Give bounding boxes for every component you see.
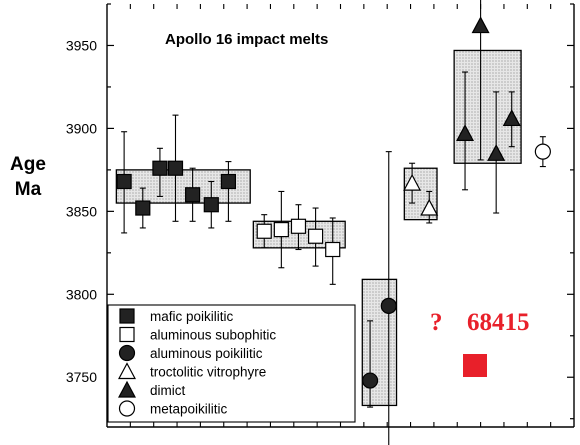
point-mafic-poikilitic-6-marker [203, 197, 219, 213]
chart-title: Apollo 16 impact melts [165, 31, 328, 48]
legend-marker-aluminous-subophitic [119, 326, 135, 343]
legend-label-dimict: dimict [150, 383, 186, 398]
point-mafic-poikilitic-2-marker [135, 200, 151, 216]
legend-label-metapoikilitic: metapoikilitic [150, 402, 228, 417]
point-aluminous-subophitic-3-marker [290, 218, 307, 234]
legend-marker-aluminous-poikilitic [118, 344, 136, 362]
point-aluminous-subophitic-5-marker [325, 241, 341, 258]
point-dimict-3-marker [487, 144, 506, 161]
point-aluminous-subophitic-2-marker [273, 222, 289, 238]
point-dimict-2-marker [471, 16, 490, 34]
y-axis-label-line2: Ma [15, 179, 42, 200]
point-metapoikilitic-1-marker [534, 143, 551, 160]
legend-label-aluminous-poikilitic: aluminous poikilitic [150, 346, 263, 361]
legend: mafic poikilitic aluminous subophitic alum… [107, 304, 356, 423]
legend-marker-dimict [118, 380, 136, 398]
point-troctolitic-vitrophyre-2-marker [420, 198, 439, 216]
point-mafic-poikilitic-3-marker [152, 160, 168, 176]
point-mafic-poikilitic-5-marker [185, 187, 201, 203]
y-tick-label-3800: 3800 [66, 286, 97, 302]
annotation-question-mark: ? [430, 309, 443, 336]
annotation-red-square [463, 354, 487, 377]
y-tick-label-3950: 3950 [66, 37, 97, 53]
axes-layer: 3750 3800 3850 3900 3950 [66, 3, 575, 428]
legend-marker-mafic-poikilitic [119, 308, 135, 324]
y-axis-label-line1: Age [10, 154, 46, 175]
point-mafic-poikilitic-4-marker [167, 160, 184, 176]
legend-label-mafic-poikilitic: mafic poikilitic [150, 309, 234, 324]
markers-layer [116, 16, 551, 389]
point-aluminous-poikilitic-1-marker [361, 372, 379, 389]
legend-label-troctolitic-vitrophyre: troctolitic vitrophyre [150, 365, 266, 380]
point-dimict-1-marker [456, 124, 475, 141]
annotation-sample-id: 68415 [467, 309, 530, 336]
point-mafic-poikilitic-7-marker [220, 173, 237, 190]
legend-marker-metapoikilitic [118, 400, 136, 417]
legend-box [107, 304, 356, 423]
point-dimict-4-marker [502, 109, 521, 127]
legend-label-aluminous-subophitic: aluminous subophitic [150, 328, 276, 343]
point-aluminous-subophitic-4-marker [307, 228, 324, 244]
legend-marker-troctolitic-vitrophyre [118, 362, 136, 380]
point-troctolitic-vitrophyre-1-marker [403, 173, 422, 191]
point-aluminous-poikilitic-2-marker [380, 297, 397, 315]
y-tick-label-3850: 3850 [66, 203, 97, 219]
y-tick-label-3750: 3750 [66, 369, 97, 385]
y-tick-label-3900: 3900 [66, 120, 97, 136]
point-aluminous-subophitic-1-marker [256, 223, 272, 239]
point-mafic-poikilitic-1-marker [116, 173, 132, 190]
